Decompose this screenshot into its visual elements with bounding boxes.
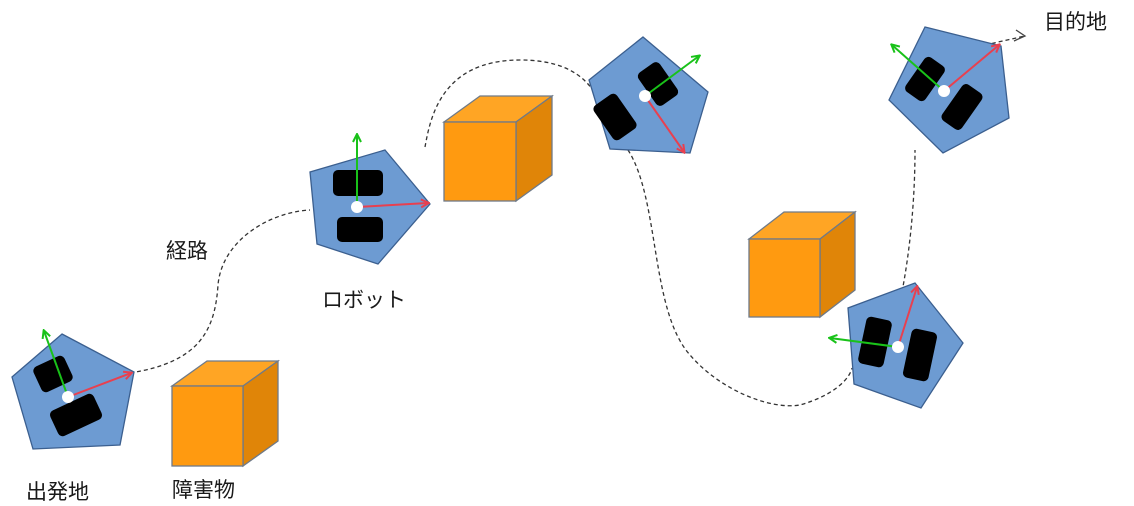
robot-mid (309, 135, 431, 265)
robot-upper (588, 36, 709, 153)
start-label: 出発地 (26, 480, 89, 504)
path-end-arrow-icon (1013, 29, 1027, 42)
obstacle-3 (747, 210, 857, 319)
robot-lower-right (830, 282, 964, 409)
obstacle-label: 障害物 (172, 478, 235, 502)
obstacle-1 (169, 359, 281, 468)
robot-label: ロボット (322, 288, 406, 312)
robot-goal (888, 26, 1010, 154)
goal-label: 目的地 (1044, 10, 1107, 34)
robot-start (11, 331, 135, 450)
path-line (129, 35, 1026, 407)
path-label: 経路 (166, 239, 208, 263)
obstacle-2 (441, 94, 555, 203)
